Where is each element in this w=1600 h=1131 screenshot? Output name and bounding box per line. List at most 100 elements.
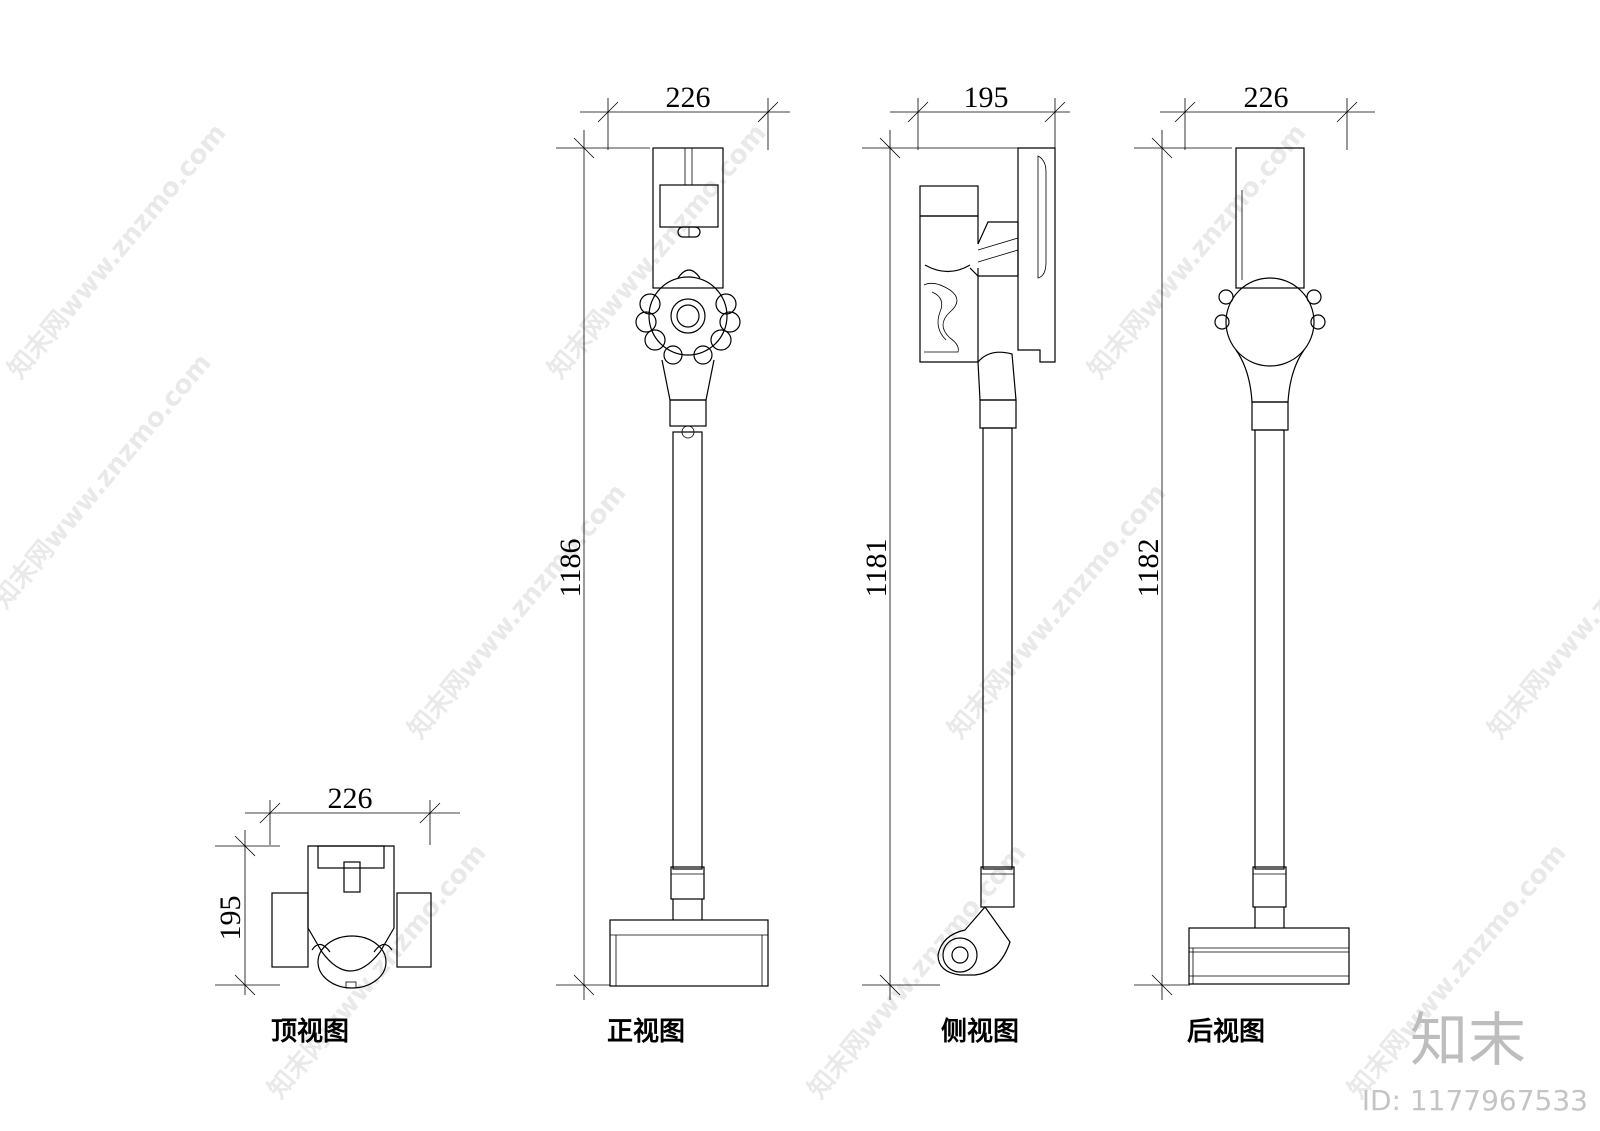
wand-tube [982, 427, 1013, 870]
cyclone-lobe [635, 311, 657, 333]
side-width-dimension: 195 [964, 81, 1009, 114]
top-width-dimension: 226 [328, 782, 373, 815]
cyclone-lobe [639, 293, 661, 315]
side-view: 195 1181 侧视图 [860, 81, 1070, 1047]
right-side-block [396, 892, 432, 968]
tick-mark [419, 802, 441, 824]
side-lobe [1310, 314, 1326, 330]
tick-mark [1151, 137, 1173, 159]
watermark-text: 知末网www.znzmo.com [402, 478, 632, 744]
dust-bin [1235, 349, 1305, 403]
cyclone-lobe [644, 329, 666, 351]
floor-head [609, 919, 769, 987]
cyclone-disc [648, 276, 728, 356]
side-view-label: 侧视图 [941, 1017, 1019, 1047]
top-body [307, 845, 395, 972]
tick-mark [1044, 101, 1066, 123]
cyclone-lobe [663, 345, 683, 365]
cyclone-lobe [710, 329, 732, 351]
motor-disc [1225, 277, 1315, 367]
watermark-text: 知末网www.znzmo.com [262, 838, 492, 1104]
neck-lines [672, 899, 703, 920]
handle-body [1235, 147, 1305, 289]
cyclone-fins [923, 282, 959, 353]
nozzle-tab [345, 981, 357, 989]
neck-lines [1254, 907, 1285, 928]
wand-collar [669, 399, 707, 427]
cyclone-lobe [719, 311, 741, 333]
bin-cap [924, 264, 971, 273]
top-depth-dimension: 195 [214, 896, 247, 941]
tick-mark [757, 101, 779, 123]
bin-body [919, 216, 979, 363]
cyclone-ring [670, 298, 706, 334]
watermark-layer: 知末网www.znzmo.com 知末网www.znzmo.com 知末网www… [0, 118, 1600, 1104]
tick-mark [573, 137, 595, 159]
watermark-text: 知末网www.znzmo.com [1082, 118, 1312, 384]
cyclone-lobe [715, 293, 737, 315]
front-view: 226 1186 [554, 81, 790, 1047]
front-view-label: 正视图 [607, 1017, 685, 1047]
handle-top [317, 845, 385, 869]
grip-inner [1037, 155, 1047, 279]
back-view-label: 后视图 [1187, 1017, 1265, 1047]
side-lobe [1214, 314, 1230, 330]
tick-mark [879, 974, 901, 996]
side-height-dimension: 1181 [860, 539, 893, 598]
top-view-label: 顶视图 [271, 1017, 349, 1047]
watermark-text: 知末网www.znzmo.com [802, 838, 1032, 1104]
tick-mark [907, 101, 929, 123]
left-side-block [271, 892, 309, 968]
fin-right [373, 943, 393, 953]
watermark-text: 知末网www.znzmo.com [942, 478, 1172, 744]
handle-grip [1017, 147, 1056, 363]
watermark-brand: 知末 [1410, 1006, 1526, 1074]
floor-head-side [937, 906, 1011, 976]
tick-mark [1174, 101, 1196, 123]
watermark-id: ID: 1177967533 [1362, 1084, 1588, 1117]
trigger-lines [977, 237, 1019, 263]
motor-cap [677, 269, 701, 279]
back-height-dimension: 1182 [1132, 539, 1165, 598]
wand-joint [670, 866, 705, 900]
watermark-text: 知末网www.znzmo.com [542, 118, 772, 384]
tick-mark [234, 835, 256, 857]
roller-hub [951, 946, 969, 964]
dust-bin [661, 359, 715, 401]
head-roller [942, 937, 978, 973]
back-width-dimension: 226 [1244, 81, 1289, 114]
wand-joint [1252, 866, 1287, 908]
side-lobe [1218, 289, 1234, 305]
watermark-text: 知末网www.znzmo.com [0, 348, 218, 614]
tick-mark [879, 137, 901, 159]
wand-tube [672, 431, 703, 870]
fin-left [311, 943, 331, 953]
wand-collar [979, 399, 1017, 429]
top-view: 226 195 顶视图 [214, 782, 460, 1047]
cyclone-hub [676, 304, 700, 328]
handle-stem [343, 861, 361, 893]
wand-collar [1251, 401, 1289, 431]
tick-mark [234, 974, 256, 996]
neck [977, 351, 1017, 401]
motor-body [920, 215, 1019, 277]
back-view: 226 1182 后视图 [1132, 81, 1375, 1047]
tick-mark [573, 974, 595, 996]
tick-mark [597, 101, 619, 123]
floor-head [1188, 927, 1350, 985]
watermark-text: 知末网www.znzmo.com [2, 118, 232, 384]
front-height-dimension: 1186 [554, 539, 587, 598]
wand-joint [980, 866, 1015, 908]
handle-body [652, 147, 724, 289]
motor-cap [919, 185, 979, 217]
fin-detail [931, 291, 947, 341]
side-lobe [1306, 289, 1322, 305]
cyclone-lobe [693, 345, 713, 365]
front-width-dimension: 226 [666, 81, 711, 114]
watermark-text: 知末网www.znzmo.com [1482, 478, 1600, 744]
tick-mark [1336, 101, 1358, 123]
wand-tube [1254, 429, 1285, 870]
tick-mark [259, 802, 281, 824]
tick-mark [1151, 974, 1173, 996]
